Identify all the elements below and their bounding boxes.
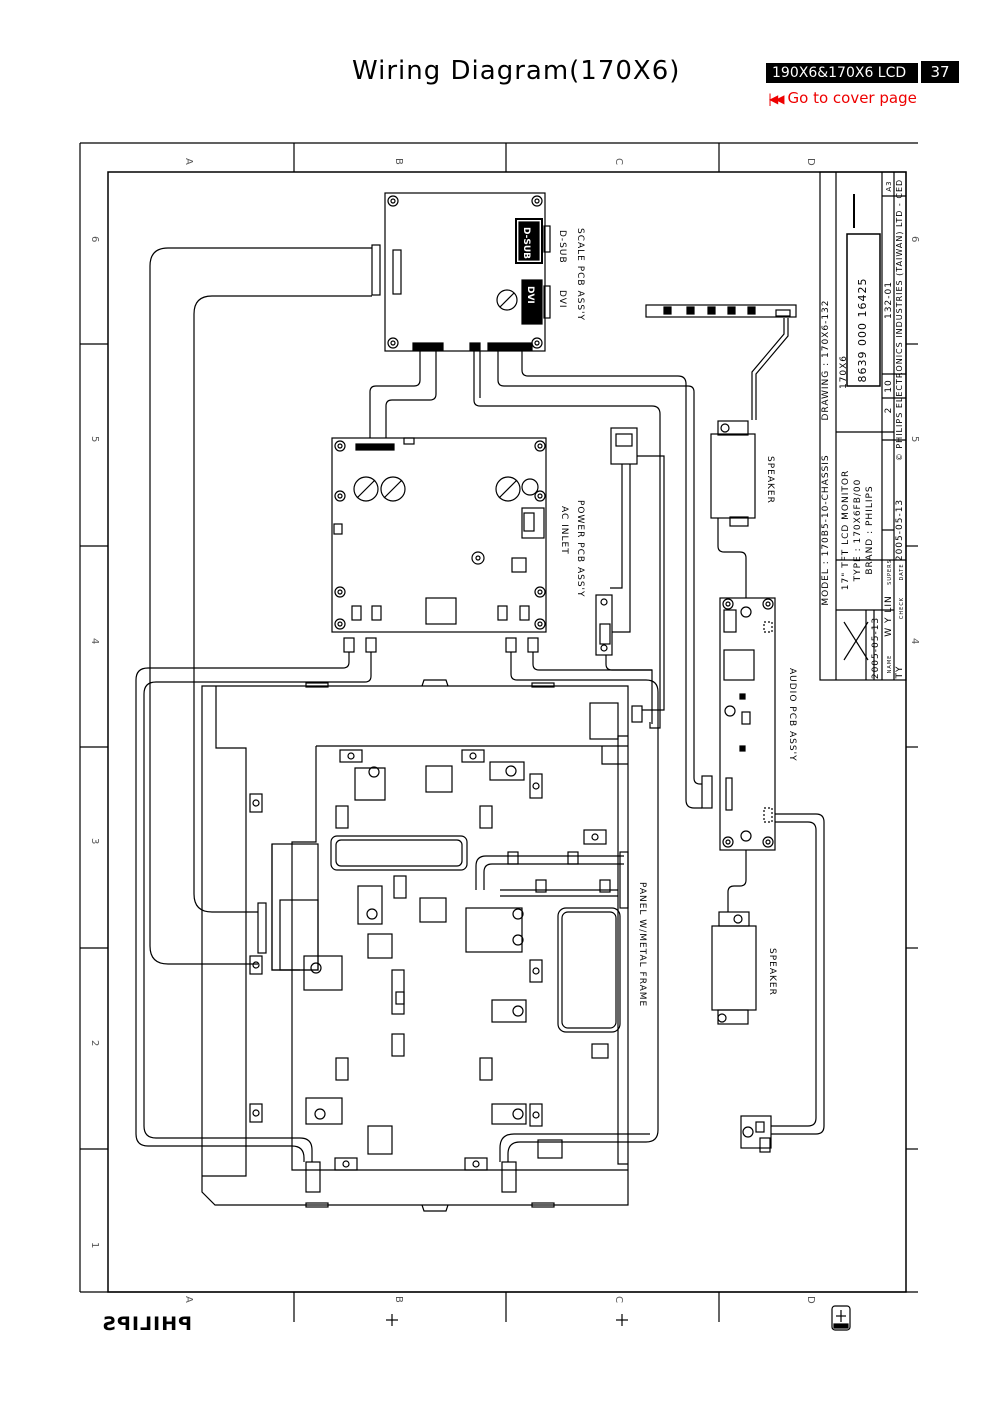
philips-logo: PHILIPS — [101, 1313, 192, 1335]
wiring-harness — [135, 247, 825, 1162]
speaker-bottom — [711, 911, 757, 1025]
go-to-cover-link[interactable]: |◀◀Go to cover page — [768, 89, 917, 107]
title-rev-mark-1: 6 — [909, 236, 920, 242]
col-label-c-bottom: C — [613, 1296, 624, 1303]
col-label-d-top: D — [805, 158, 816, 166]
key-board — [645, 304, 797, 318]
power-pcb — [331, 437, 547, 653]
title-part-name: 170X6 — [839, 355, 849, 389]
col-label-a-top: A — [183, 158, 194, 165]
page-number: 37 — [921, 61, 959, 83]
row-label-4: 4 — [89, 638, 100, 644]
speaker-top — [710, 420, 756, 527]
col-label-b-bottom: B — [393, 1296, 404, 1303]
model-badge: 190X6&170X6 LCD — [766, 63, 918, 83]
row-label-2: 2 — [89, 1040, 100, 1046]
col-label-b-top: B — [393, 158, 404, 165]
title-rev-a: 2 — [884, 407, 894, 414]
speaker-bottom-label: SPEAKER — [767, 948, 777, 996]
title-drawing: DRAWING : 170X6-132 — [821, 300, 831, 421]
panel-label: PANEL W/METAL FRAME — [637, 882, 647, 1007]
row-label-6: 6 — [89, 236, 100, 242]
title-desc-2: TYPE : 170X6FB/00 — [853, 479, 863, 583]
dsub-connector-label: D-SUB — [521, 227, 531, 259]
audio-pcb — [701, 597, 776, 851]
skip-back-icon: |◀◀ — [768, 92, 784, 106]
scale-pcb-label: SCALE PCB ASS'Y — [575, 228, 585, 321]
title-init: TY — [895, 666, 905, 680]
title-desc-1: 17" TFT LCD MONITOR — [841, 470, 851, 591]
ac-inlet-label: AC INLET — [559, 506, 569, 555]
earphone-jack — [740, 1115, 772, 1153]
speaker-top-label: SPEAKER — [765, 456, 775, 504]
title-drawn-by: W Y LIN — [884, 595, 894, 637]
shield-icon — [831, 1305, 851, 1331]
title-company: © PHILIPS ELECTRONICS INDUSTRIES (TAIWAN… — [895, 179, 904, 461]
drawing-frame — [79, 142, 918, 1326]
row-label-1: 1 — [89, 1242, 100, 1248]
title-sheet: 132-01 — [884, 281, 894, 319]
scale-pcb — [371, 192, 551, 352]
dvi-label: DVI — [557, 290, 567, 309]
dvi-connector-label: DVI — [525, 286, 535, 304]
inverter-connector — [595, 427, 638, 656]
title-date-2: 2005-05-13 — [895, 499, 905, 561]
row-label-5: 5 — [89, 436, 100, 442]
power-pcb-label: POWER PCB ASS'Y — [575, 500, 585, 598]
title-rev-b: 10 — [884, 379, 894, 392]
page-title: Wiring Diagram(170X6) — [352, 56, 681, 86]
col-label-d-bottom: D — [805, 1296, 816, 1304]
title-label-check: CHECK — [899, 597, 905, 619]
title-block — [819, 171, 907, 681]
title-part-number: 8639 000 16425 — [856, 278, 869, 383]
row-label-3: 3 — [89, 838, 100, 844]
panel-metal-frame — [201, 679, 643, 1212]
col-label-c-top: C — [613, 158, 624, 165]
title-label-date: DATE — [899, 563, 905, 580]
dsub-label: D-SUB — [557, 230, 567, 264]
title-desc-3: BRAND : PHILIPS — [865, 485, 875, 574]
audio-pcb-label: AUDIO PCB ASS'Y — [787, 668, 797, 762]
title-model: MODEL : 170B5-10-CHASSIS — [821, 454, 831, 605]
cover-link-label: Go to cover page — [787, 89, 917, 107]
title-date-1: 2005-05-13 — [871, 617, 881, 679]
title-size: A3 — [885, 180, 893, 191]
title-rev-mark-3: 4 — [909, 638, 920, 644]
title-rev-mark-2: 5 — [909, 436, 920, 442]
title-label-supers: SUPERS — [887, 559, 893, 585]
col-label-a-bottom: A — [183, 1296, 194, 1303]
title-label-name: NAME — [887, 655, 893, 674]
